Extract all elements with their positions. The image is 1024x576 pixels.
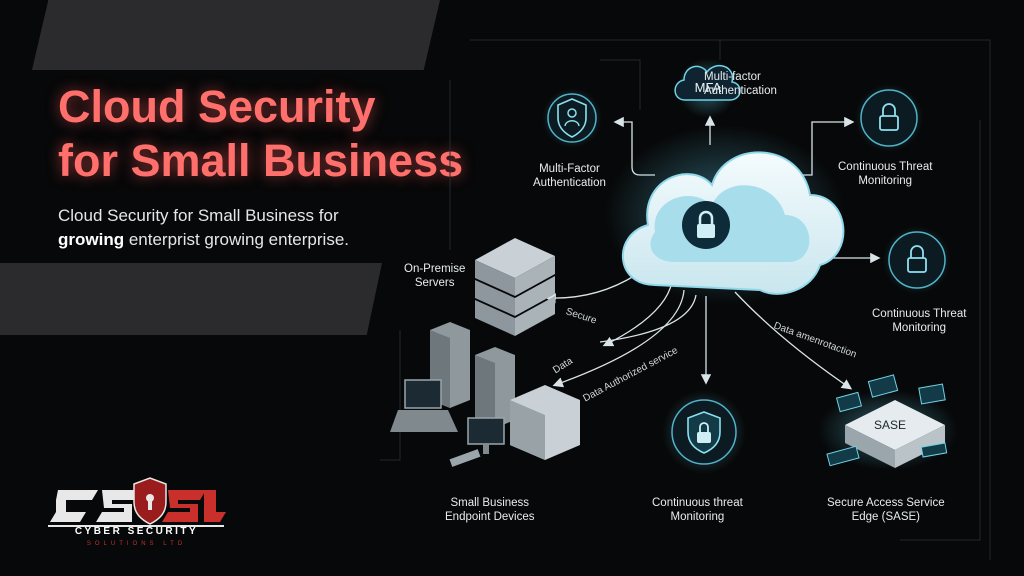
label-endpoints: Small Business Endpoint Devices (445, 496, 535, 524)
label-threat-mid-text: Continuous Threat Monitoring (872, 308, 967, 334)
lock-circle-icon-mid (883, 226, 951, 294)
link-endpoints (552, 289, 685, 388)
server-stack-icon (475, 238, 555, 336)
label-servers: On-Premise Servers (404, 262, 465, 290)
link-sase (734, 291, 853, 390)
logo-line-2: SOLUTIONS LTD (86, 541, 187, 547)
label-threat-bottom-text: Continuous threat Monitoring (652, 497, 743, 523)
top-banner-shape (32, 0, 440, 70)
label-servers-text: On-Premise Servers (404, 263, 466, 289)
label-mfa-top: Multi-factor Authentication (704, 70, 777, 98)
subtitle-part-1: Cloud Security for Small Business for (58, 206, 339, 225)
label-threat-top: Continuous Threat Monitoring (838, 160, 932, 188)
label-mfa-top-text: Multi-factor Authentication (704, 71, 777, 97)
logo-line-1: CYBER SECURITY (74, 526, 199, 537)
page-title: Cloud Security for Small Business (58, 80, 463, 188)
label-mfa-left: Multi-Factor Authentication (533, 162, 606, 190)
mfa-badge-icon (674, 58, 741, 118)
link-extra-1 (599, 294, 697, 343)
subtitle-part-2: enterprist growing enterprise. (124, 230, 349, 249)
sase-appliance-icon (818, 374, 958, 470)
monitor-icon (467, 417, 505, 445)
endpoint-devices-icon (390, 322, 580, 467)
label-mfa-left-text: Multi-Factor Authentication (533, 163, 606, 189)
lock-circle-icon-bottom (662, 390, 746, 474)
label-threat-bottom: Continuous threat Monitoring (652, 496, 743, 524)
label-endpoints-text: Small Business Endpoint Devices (445, 497, 535, 523)
background-circuits (380, 39, 991, 560)
title-line-1: Cloud Security (58, 81, 376, 132)
label-sase-text: Secure Access Service Edge (SASE) (827, 497, 945, 523)
keyboard-icon (449, 449, 481, 467)
mfa-badge-text: MFA (695, 80, 722, 95)
laptop-icon (404, 379, 442, 409)
cloud-icon (605, 125, 845, 305)
label-sase: Secure Access Service Edge (SASE) (827, 496, 945, 524)
subtitle-bold: growing (58, 230, 125, 249)
sase-badge-text: SASE (874, 418, 906, 432)
title-line-2: for Small Business (58, 135, 464, 186)
subtitle: Cloud Security for Small Business for gr… (58, 204, 388, 252)
shield-user-icon (542, 88, 602, 148)
lock-circle-icon-top (855, 84, 923, 152)
label-threat-top-text: Continuous Threat Monitoring (838, 161, 933, 187)
bottom-banner-shape (0, 263, 382, 335)
company-logo (48, 477, 226, 527)
label-threat-mid: Continuous Threat Monitoring (872, 307, 966, 335)
